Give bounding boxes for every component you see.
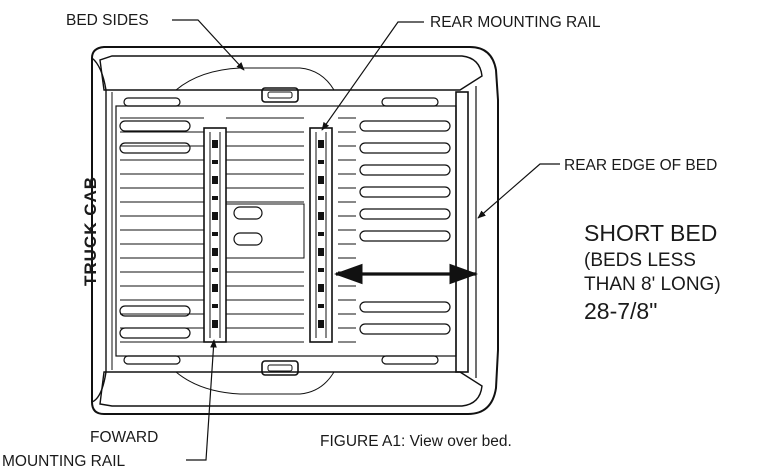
bed-sides-label: BED SIDES [66,12,149,29]
bed-sides-leader [172,19,245,71]
dimension-label: 28-7/8" [584,298,657,324]
bed-floor-slots [119,97,451,365]
bed-handle-top [261,87,299,103]
forward-mounting-rail [203,127,227,343]
bed-floor [115,105,457,357]
short-bed-label: SHORT BED [584,220,717,246]
bed-handle-bottom [261,360,299,376]
forward-rail-leader [186,339,217,461]
truck-bed [91,46,499,415]
figure-caption: FIGURE A1: View over bed. [320,433,512,450]
truck-cab-label: TRUCK CAB [81,176,100,286]
rear-mounting-rail-label: REAR MOUNTING RAIL [430,14,601,31]
beds-less-label-line2: THAN 8' LONG) [584,274,721,295]
forward-rail-label-line2: MOUNTING RAIL [2,453,126,470]
leader-lines [172,19,560,461]
rear-rail-leader [321,21,424,131]
beds-less-label-line1: (BEDS LESS [584,250,696,271]
rear-edge-of-bed-label: REAR EDGE OF BED [564,157,717,174]
forward-rail-label-line1: FOWARD [90,429,158,446]
bed-floor-ribs [120,117,356,343]
bed-side-top [99,55,483,91]
bed-outer-outline [91,46,499,415]
rear-edge-leader [477,163,560,219]
rear-mounting-rail [309,127,333,343]
bed-side-bottom [99,371,483,407]
rear-edge-of-bed [455,91,469,373]
